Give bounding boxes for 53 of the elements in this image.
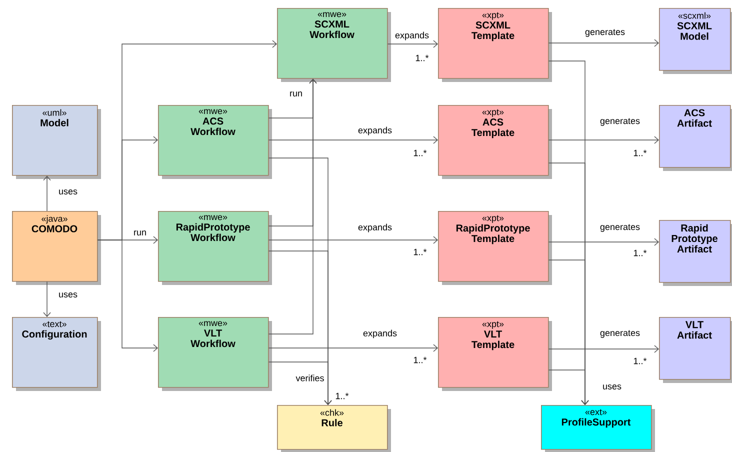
arrow: [268, 344, 438, 352]
class-box: «xpt» RapidPrototype Template: [438, 211, 552, 285]
class-box: VLT Artifact: [659, 317, 732, 383]
edge-label: expands: [363, 330, 397, 338]
multiplicity: 1..*: [334, 392, 350, 400]
edge-label: run: [290, 92, 302, 96]
arrow: [548, 136, 659, 144]
edge-label: expands: [395, 32, 429, 40]
multiplicity: 1..*: [632, 248, 648, 258]
multiplicity: 1..*: [412, 356, 428, 364]
arrow: [548, 238, 659, 246]
class-box: «java» COMODO: [12, 211, 101, 285]
class-box: «uml» Model: [12, 105, 101, 179]
arrow: [548, 39, 659, 47]
multiplicity: 1..*: [632, 148, 648, 158]
class-box: «text» Configuration: [12, 317, 101, 391]
class-box: «scxml» SCXML Model: [659, 8, 732, 74]
edge-label: verifies: [296, 374, 324, 382]
class-box: «xpt» SCXML Template: [438, 8, 552, 82]
edge-label: expands: [358, 126, 392, 136]
edge-label: uses: [59, 190, 78, 194]
multiplicity: 1..*: [412, 148, 428, 158]
arrow: [387, 40, 438, 48]
multiplicity: 1..*: [412, 248, 428, 256]
arrow: [43, 176, 51, 212]
class-box: «ext» ProfileSupport: [541, 405, 655, 452]
arrow: [268, 362, 332, 405]
class-box: «mwe» SCXML Workflow: [277, 8, 391, 82]
arrow: [43, 281, 51, 317]
edge-label: uses: [603, 384, 622, 390]
arrow: [268, 136, 438, 144]
arrow: [268, 78, 317, 334]
class-box: ACS Artifact: [659, 105, 732, 171]
multiplicity: 1..*: [414, 54, 430, 62]
multiplicity: 1..*: [632, 356, 648, 366]
class-box: Rapid Prototype Artifact: [659, 220, 732, 286]
arrow: [268, 236, 438, 244]
edge-label: generates: [600, 118, 640, 126]
class-box: «xpt» VLT Template: [438, 317, 552, 391]
edge-label: run: [134, 230, 146, 236]
edge-label: generates: [600, 330, 640, 338]
edge-label: generates: [585, 29, 625, 37]
arrow: [548, 345, 659, 353]
class-box: «mwe» ACS Workflow: [158, 105, 272, 179]
edge-label: uses: [59, 292, 78, 298]
edge-label: generates: [600, 224, 640, 232]
class-box: «chk» Rule: [277, 405, 391, 452]
class-box: «mwe» VLT Workflow: [158, 317, 272, 391]
arrow: [548, 370, 589, 405]
class-box: «mwe» RapidPrototype Workflow: [158, 211, 272, 285]
class-box: «xpt» ACS Template: [438, 105, 552, 179]
arrow: [97, 240, 158, 352]
edge-label: expands: [358, 224, 392, 232]
